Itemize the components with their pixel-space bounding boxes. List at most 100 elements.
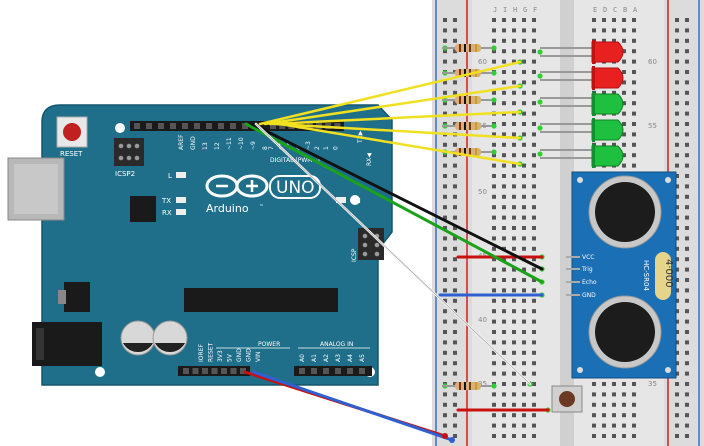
sensor-pin-echo: Echo [582,279,597,286]
led-green [540,118,624,142]
sensor-pin-trig: Trig [581,266,593,273]
sensor-pin-gnd: GND [582,292,596,299]
rail-hole [453,122,457,126]
led-rx [176,209,186,215]
connection-point [537,73,543,79]
rail-hole [685,392,689,397]
breadboard-hole [522,194,526,199]
breadboard-hole [492,142,496,147]
rail-hole [675,330,679,334]
breadboard-hole [502,371,506,376]
breadboard-hole [492,246,496,251]
breadboard-hole [512,382,516,386]
rail-hole [443,330,447,334]
header-pin [170,123,176,129]
breadboard-hole [532,423,536,428]
breadboard-hole [622,122,626,126]
power-pin-label: GND [246,348,253,362]
rail-hole [685,163,689,168]
breadboard-hole [512,350,516,355]
header-pin [221,368,227,374]
breadboard-hole [522,340,526,345]
rail-hole [443,142,447,147]
resistor [442,382,492,390]
header-pin [206,123,212,129]
breadboard-hole [622,434,626,438]
rail-hole [453,423,457,428]
breadboard-hole [522,226,526,230]
breadboard-hole [632,153,636,158]
breadboard-hole [632,18,636,22]
arduino-logo [205,174,269,198]
rail-hole [443,49,447,54]
breadboard-hole [492,153,496,158]
rail-hole [685,174,689,178]
rail-hole [675,215,679,220]
breadboard-hole [502,142,506,147]
breadboard-hole [512,340,516,345]
sensor-pin-vcc: VCC [582,254,594,261]
breadboard-hole [622,111,626,116]
top-pin-label: ~5 [286,141,293,150]
led-l-label: L [168,172,172,180]
sensor-pin-labels: VCC Trig Echo GND [581,254,597,299]
rail-hole [443,246,447,251]
push-button-cap[interactable] [559,391,575,407]
analog-pin-label: A0 [299,354,306,362]
rail-hole [453,402,457,407]
breadboard-hole [532,28,536,33]
breadboard-hole [632,402,636,407]
led-l [176,172,186,178]
breadboard-hole [612,392,616,397]
power-pin-label: RESET [208,342,215,362]
header-pin [230,368,237,374]
breadboard-hole [502,257,506,262]
reset-button-cap[interactable] [63,123,81,141]
row-number: 55 [648,122,657,130]
breadboard-hole [502,70,506,74]
breadboard-hole [532,402,536,407]
breadboard-hole [532,80,536,85]
top-pin-label: 0 [332,146,339,150]
rail-hole [675,402,679,407]
rail-hole [453,174,457,178]
analog-pin-label: A1 [311,354,318,362]
crystal [655,252,671,300]
header-pin [242,123,248,129]
breadboard-hole [622,423,626,428]
breadboard-hole [522,80,526,85]
rail-hole [675,236,679,241]
breadboard-hole [592,392,596,397]
breadboard-hole [492,59,496,64]
rail-hole [675,413,679,418]
header-pin [359,368,365,374]
rail-hole [675,434,679,438]
breadboard-hole [512,28,516,33]
rail-hole [453,382,457,386]
wire-green-echo [244,122,544,284]
breadboard-hole [632,413,636,418]
connection-point [491,123,497,129]
rail-hole [685,413,689,418]
mount-hole [115,123,125,133]
rail-hole [453,226,457,230]
breadboard-hole [522,278,526,282]
rail-hole [685,205,689,210]
rail-hole [685,18,689,22]
breadboard-hole [492,350,496,355]
breadboard-hole [532,434,536,438]
rail-hole [443,298,447,303]
crystal-label: 4·000 [663,259,674,288]
col-letter: E [593,6,597,14]
rail-hole [453,392,457,397]
breadboard-hole [522,132,526,137]
rail-hole [453,278,457,282]
breadboard-hole [502,382,506,386]
connection-point [537,125,543,131]
rail-hole [685,298,689,303]
breadboard-hole [502,101,506,106]
rail-hole [685,215,689,220]
header-pin [334,123,341,129]
